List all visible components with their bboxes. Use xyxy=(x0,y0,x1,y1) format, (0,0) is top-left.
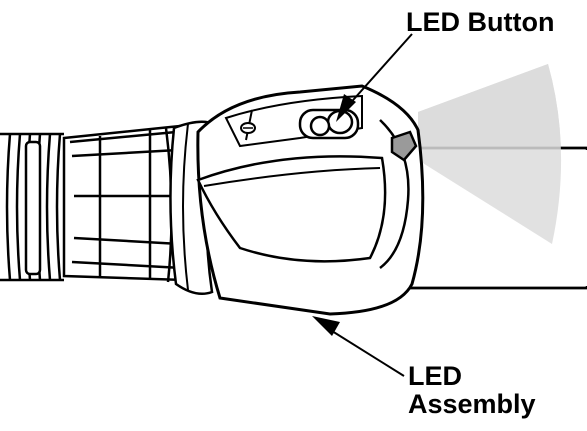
led-assembly-callout-line1: LED xyxy=(408,361,462,391)
flexible-cable xyxy=(0,132,68,282)
led-assembly-callout: LED Assembly xyxy=(408,362,536,418)
threaded-collar xyxy=(62,124,186,283)
led-button-callout: LED Button xyxy=(406,7,555,37)
led-assembly-housing xyxy=(196,84,425,316)
led-button-leader xyxy=(336,33,413,122)
led-assembly-leader xyxy=(312,316,405,377)
screw-icon xyxy=(240,122,256,134)
led-assembly-callout-line2: Assembly xyxy=(408,389,536,419)
led-button xyxy=(298,108,360,140)
led-lens xyxy=(390,130,418,162)
